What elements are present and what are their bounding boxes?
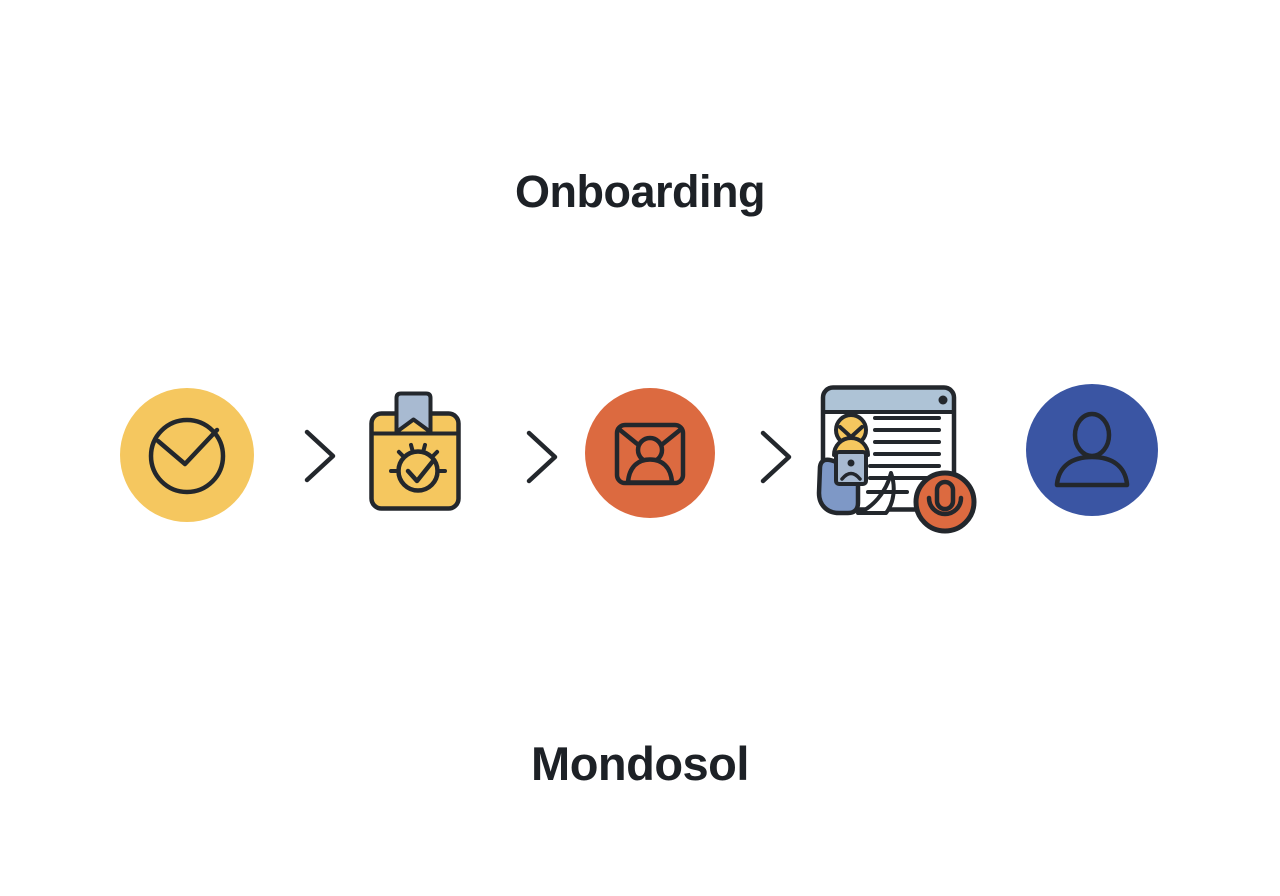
chevron-right-icon (758, 428, 794, 486)
microphone-badge-icon (913, 470, 977, 534)
step-envelope-contact (584, 388, 716, 520)
step-bookmark-timer (369, 391, 461, 511)
brand-name: Mondosol (531, 737, 749, 790)
step-user-profile (1026, 384, 1158, 516)
avatar-icon (832, 413, 870, 457)
step-check-circle (119, 387, 255, 523)
chevron-right-icon (302, 427, 338, 485)
chevron-right-icon (524, 428, 560, 486)
check-circle-icon (120, 388, 254, 522)
page-curl (856, 471, 896, 515)
profile-document-voice-icon (816, 385, 977, 534)
user-circle-icon (1026, 384, 1158, 516)
window-dot-icon (938, 395, 948, 405)
step-profile-document (812, 385, 977, 537)
contact-card-icon (834, 450, 868, 486)
envelope-contact-icon (585, 388, 715, 518)
calendar-bookmark-timer-check-icon (369, 391, 461, 511)
page-title: Onboarding (515, 166, 765, 217)
